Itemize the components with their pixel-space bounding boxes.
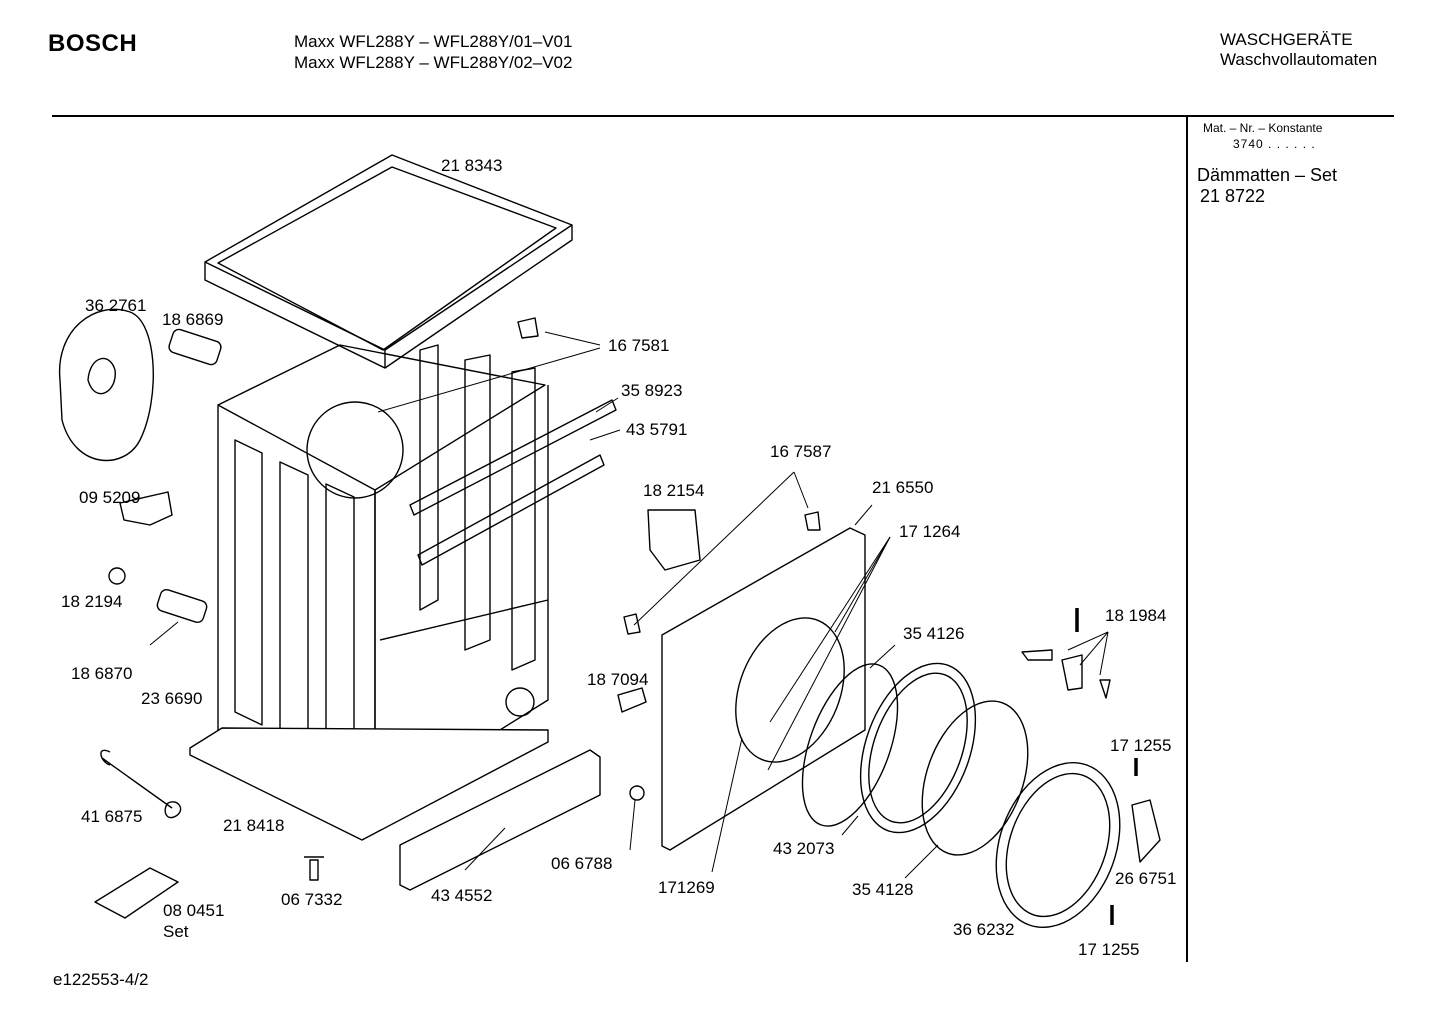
clip-3-drawing	[623, 613, 641, 635]
part-label-186870: 18 6870	[71, 664, 133, 683]
part-label-171269: 171269	[658, 878, 715, 897]
part-label-080451-set: Set	[163, 922, 189, 941]
mat-nr-value: 3740 . . . . . .	[1233, 137, 1316, 151]
pin-drawing	[629, 785, 645, 801]
shim-drawing	[94, 867, 179, 919]
part-label-182154: 18 2154	[643, 481, 705, 500]
part-label-186869: 18 6869	[162, 310, 224, 329]
part-label-182194: 18 2194	[61, 592, 123, 611]
exploded-parts-drawing	[58, 154, 1161, 929]
part-label-067332: 06 7332	[281, 890, 343, 909]
model-line-2: Maxx WFL288Y – WFL288Y/02–V02	[294, 53, 573, 72]
part-label-095209: 09 5209	[79, 488, 141, 507]
top-lid-drawing	[204, 154, 573, 369]
model-line-1: Maxx WFL288Y – WFL288Y/01–V01	[294, 32, 573, 51]
part-label-236690: 23 6690	[141, 689, 203, 708]
insulation-cutout-drawing	[87, 357, 116, 395]
sidebar-divider	[1186, 117, 1188, 962]
side-insulation-drawing	[58, 308, 154, 462]
door-handle-drawing	[1131, 799, 1161, 863]
part-label-171255-bottom: 17 1255	[1078, 940, 1140, 959]
door-opening-drawing	[735, 617, 845, 763]
document-id: e122553-4/2	[53, 970, 149, 989]
spring-drawing	[168, 328, 222, 366]
category-title: WASCHGERÄTE	[1220, 30, 1353, 49]
wrench-drawing	[100, 749, 182, 819]
part-label-432073: 43 2073	[773, 839, 835, 858]
header-divider	[52, 115, 1394, 117]
part-label-066788: 06 6788	[551, 854, 613, 873]
part-label-354126: 35 4126	[903, 624, 965, 643]
door-lock-drawing	[647, 509, 701, 571]
rail-upper-drawing	[409, 399, 617, 516]
part-label-167587: 16 7587	[770, 442, 832, 461]
part-label-181984: 18 1984	[1105, 606, 1167, 625]
part-label-434552: 43 4552	[431, 886, 493, 905]
rail-lower-drawing	[417, 454, 605, 566]
part-label-218343: 21 8343	[441, 156, 503, 175]
mat-nr-label: Mat. – Nr. – Konstante	[1203, 121, 1323, 135]
bold-markers	[1075, 608, 1138, 925]
hinge-parts-drawing	[1021, 649, 1111, 699]
door-seal-drawing	[801, 663, 899, 827]
part-label-218418: 21 8418	[223, 816, 285, 835]
damper-drawing	[156, 588, 208, 624]
part-label-435791: 43 5791	[626, 420, 688, 439]
part-label-171264: 17 1264	[899, 522, 961, 541]
part-label-187094: 18 7094	[587, 670, 649, 689]
part-label-167581: 16 7581	[608, 336, 670, 355]
screw-drawing	[304, 856, 324, 881]
foot-drawing	[108, 567, 126, 585]
clip-1-drawing	[517, 317, 539, 339]
base-plate-drawing	[189, 727, 549, 841]
part-label-171255-top: 17 1255	[1110, 736, 1172, 755]
part-label-362761: 36 2761	[85, 296, 147, 315]
category-subtitle: Waschvollautomaten	[1220, 50, 1378, 69]
door-frame-outer-drawing	[995, 761, 1121, 929]
leader-lines	[149, 331, 1109, 879]
bracket-drawing	[119, 491, 173, 526]
switch-drawing	[617, 687, 647, 713]
clip-2-drawing	[804, 511, 821, 531]
brand-logo: BOSCH	[48, 30, 138, 57]
plinth-drawing	[399, 749, 601, 891]
part-label-266751: 26 6751	[1115, 869, 1177, 888]
front-panel-drawing	[661, 527, 866, 851]
part-label-080451: 08 0451	[163, 901, 225, 920]
door-frame-inner-drawing	[859, 662, 977, 834]
part-label-366232: 36 6232	[953, 920, 1015, 939]
part-label-358923: 35 8923	[621, 381, 683, 400]
set-title: Dämmatten – Set	[1197, 165, 1338, 185]
part-label-354128: 35 4128	[852, 880, 914, 899]
set-part-number: 21 8722	[1200, 186, 1266, 206]
part-label-416875: 41 6875	[81, 807, 143, 826]
part-label-216550: 21 6550	[872, 478, 934, 497]
